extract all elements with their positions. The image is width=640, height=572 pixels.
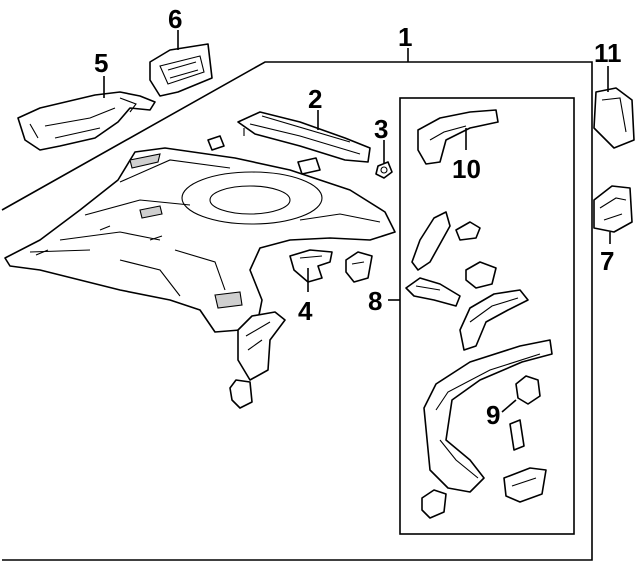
part-5-floor-extension — [17, 91, 156, 151]
side-panel-group-box — [399, 97, 575, 535]
callout-9: 9 — [486, 400, 500, 430]
callout-11: 11 — [594, 38, 622, 68]
part-10-bracket — [417, 109, 499, 165]
callout-6: 6 — [168, 4, 182, 34]
part-11-panel — [593, 87, 635, 149]
callout-7: 7 — [600, 246, 614, 276]
callout-2: 2 — [308, 84, 322, 114]
leader-lines — [103, 30, 611, 413]
callout-4: 4 — [298, 296, 313, 326]
callout-10: 10 — [452, 154, 481, 184]
part-2-cross-member — [237, 111, 371, 163]
callout-5: 5 — [94, 48, 108, 78]
small-bracket — [345, 251, 373, 283]
rear-floor-pan — [4, 147, 396, 333]
part-6-bracket — [149, 43, 213, 97]
part-4-bracket — [289, 249, 333, 283]
callout-3: 3 — [374, 114, 388, 144]
callout-1: 1 — [398, 22, 412, 52]
part-3-grommet — [375, 161, 393, 179]
assembly-frame — [1, 61, 593, 561]
lower-left-brackets — [229, 311, 286, 409]
part-7-bracket — [593, 185, 633, 233]
callout-8: 8 — [368, 286, 382, 316]
small-clips — [207, 135, 321, 175]
side-panel-group-parts — [405, 211, 553, 519]
